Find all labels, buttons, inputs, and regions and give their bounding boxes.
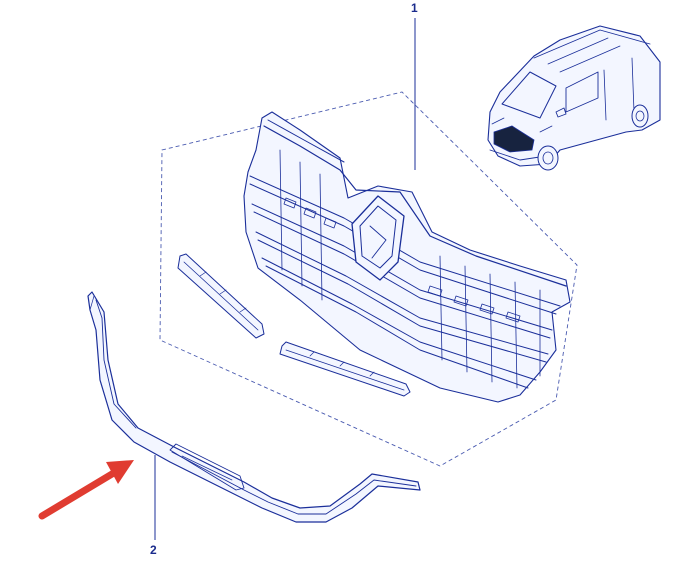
grille-insert-lower[interactable] bbox=[279, 341, 411, 397]
callout-2-label: 2 bbox=[150, 543, 157, 557]
lower-trim-strip[interactable] bbox=[87, 291, 421, 523]
highlight-arrow bbox=[38, 460, 134, 520]
radiator-grille[interactable] bbox=[243, 111, 571, 403]
grille-insert-left[interactable] bbox=[177, 253, 265, 339]
assembly-boundary-box bbox=[159, 91, 578, 467]
callout-1-label: 1 bbox=[411, 1, 418, 15]
vehicle-locator-illustration bbox=[487, 25, 661, 171]
